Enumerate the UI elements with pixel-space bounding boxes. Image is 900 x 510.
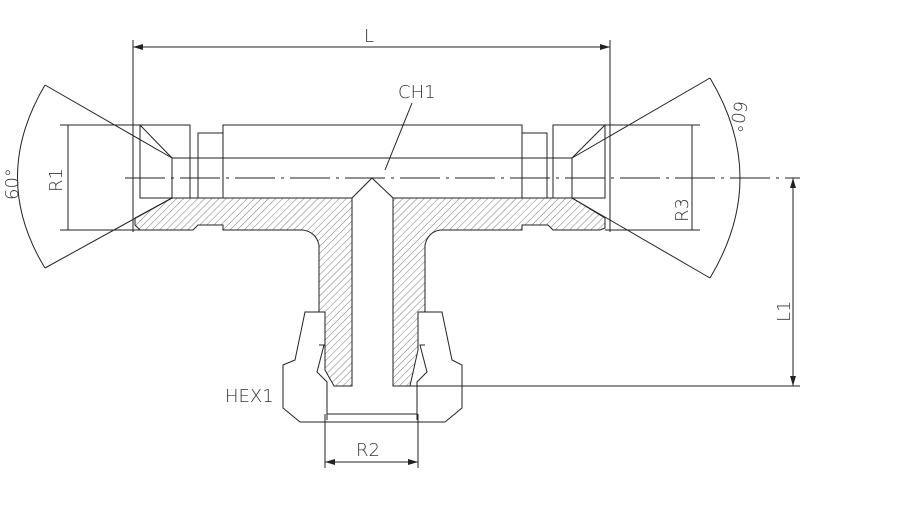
dimension-r2 [324, 414, 419, 468]
label-angle-left: 60° [2, 168, 23, 200]
label-r1: R1 [46, 168, 67, 192]
label-l: L [364, 26, 374, 47]
label-r2: R2 [356, 440, 380, 461]
ch1-leader [384, 102, 413, 171]
angle-right [571, 77, 741, 279]
hex-nut [282, 311, 463, 423]
label-ch1: CH1 [398, 82, 436, 103]
dimension-l1 [410, 178, 800, 387]
angle-left [17, 84, 173, 269]
label-hex1: HEX1 [225, 386, 274, 407]
bore [351, 177, 394, 386]
label-angle-right: 60° [725, 99, 751, 134]
dimension-r3 [605, 124, 700, 231]
label-l1: L1 [774, 301, 795, 322]
dimension-r1 [60, 124, 140, 231]
label-r3: R3 [672, 198, 693, 222]
